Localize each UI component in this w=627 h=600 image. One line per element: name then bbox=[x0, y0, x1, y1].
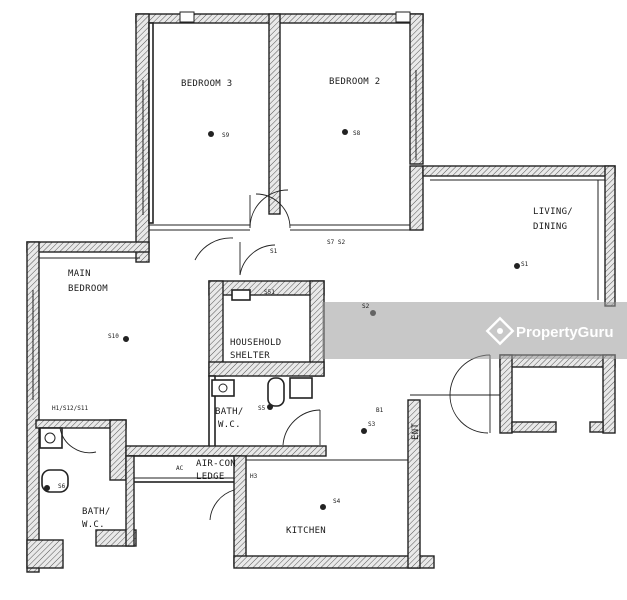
watermark-text: PropertyGuru bbox=[516, 324, 614, 341]
point-label-s51: S51 bbox=[264, 289, 275, 296]
room-label-aircon-line2: LEDGE bbox=[196, 472, 225, 482]
living-walls bbox=[422, 165, 616, 434]
entrance-door bbox=[410, 354, 500, 434]
room-label-entrance: ENT bbox=[411, 423, 421, 440]
bath1-walls bbox=[208, 375, 322, 455]
point-label-ac: AC bbox=[176, 465, 184, 472]
room-label-aircon-line1: AIR-CON bbox=[196, 459, 236, 469]
propertyguru-logo-icon bbox=[485, 316, 515, 346]
room-label-bath1-line1: BATH/ bbox=[215, 407, 244, 417]
room-label-living-line2: DINING bbox=[533, 222, 567, 232]
room-label-living-line1: LIVING/ bbox=[533, 207, 573, 217]
bedroom-doors bbox=[194, 189, 291, 261]
point-label-s10: S10 bbox=[108, 333, 119, 340]
point-label-h3: H3 bbox=[250, 473, 258, 480]
point-label-s2: S2 bbox=[362, 303, 370, 310]
point-label-s4: S4 bbox=[333, 498, 341, 505]
main-bedroom-walls bbox=[26, 241, 150, 573]
point-label-s7s2: S7 S2 bbox=[327, 239, 345, 246]
point-label-s9: S9 bbox=[222, 132, 230, 139]
point-label-b1: B1 bbox=[376, 407, 384, 414]
point-label-s8: S8 bbox=[353, 130, 361, 137]
point-label-s1-door: S1 bbox=[270, 248, 278, 255]
room-label-main-line1: MAIN bbox=[68, 269, 91, 279]
aircon-ledge-walls bbox=[125, 445, 327, 567]
room-label-bath2-line1: BATH/ bbox=[82, 507, 111, 517]
room-label-bath2-line2: W.C. bbox=[82, 520, 105, 530]
room-label-main-line2: BEDROOM bbox=[68, 284, 108, 294]
kitchen-walls bbox=[209, 399, 435, 569]
watermark-band bbox=[322, 302, 627, 359]
room-label-kitchen: KITCHEN bbox=[286, 526, 326, 536]
room-label-bath1-line2: W.C. bbox=[218, 420, 241, 430]
room-label-shelter-line2: SHELTER bbox=[230, 351, 270, 361]
point-label-s5: S5 bbox=[258, 405, 266, 412]
room-label-shelter-line1: HOUSEHOLD bbox=[230, 338, 281, 348]
point-label-s1: S1 bbox=[521, 261, 529, 268]
room-label-bedroom2: BEDROOM 2 bbox=[329, 77, 380, 87]
point-label-s3: S3 bbox=[368, 421, 376, 428]
point-label-s6: S6 bbox=[58, 483, 66, 490]
room-label-bedroom3: BEDROOM 3 bbox=[181, 79, 232, 89]
point-label-h1: H1/S12/S11 bbox=[52, 405, 89, 412]
bedrooms-walls bbox=[135, 11, 424, 263]
